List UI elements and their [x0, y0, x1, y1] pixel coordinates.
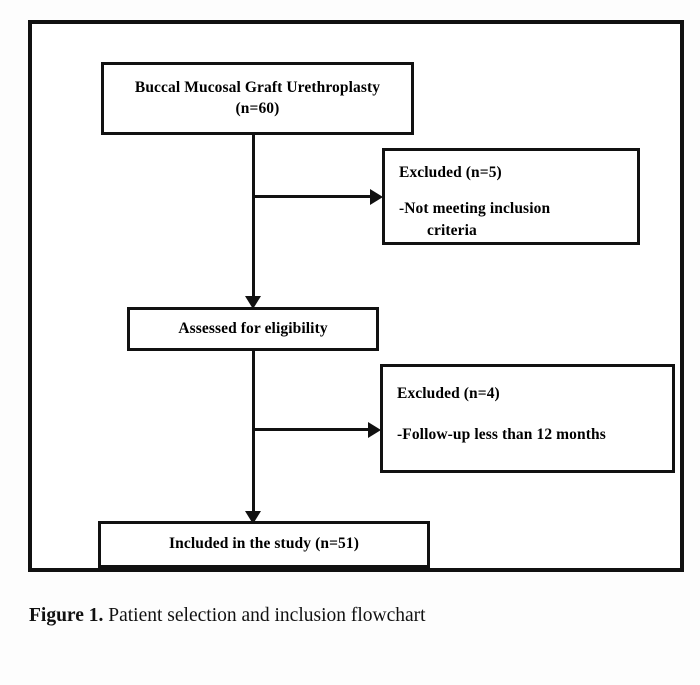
flow-node-excluded-2-reason: -Follow-up less than 12 months — [397, 426, 606, 444]
flow-node-excluded-1-heading: Excluded (n=5) — [399, 164, 502, 181]
connector-enrolled-to-assessed — [252, 135, 255, 299]
flow-node-excluded-1-reason: -Not meeting inclusion — [399, 200, 551, 218]
flow-node-enrolled-line-2: (n=60) — [235, 99, 280, 117]
connector-assessed-to-excluded-2 — [252, 428, 370, 431]
arrowhead-down-to-assessed — [245, 296, 261, 309]
arrowhead-down-to-included — [245, 511, 261, 524]
figure-caption-text: Patient selection and inclusion flowchar… — [103, 605, 426, 626]
flow-node-assessed-label: Assessed for eligibility — [178, 319, 328, 337]
flow-node-excluded-2-heading: Excluded (n=4) — [397, 385, 500, 402]
flow-node-excluded-1-reason-continued: criteria — [427, 222, 477, 240]
flow-node-excluded-2: Excluded (n=4) -Follow-up less than 12 m… — [380, 364, 675, 473]
arrowhead-right-to-excluded-1 — [370, 189, 383, 205]
flow-node-enrolled-line-1: Buccal Mucosal Graft Urethroplasty — [134, 79, 381, 97]
connector-assessed-to-included — [252, 351, 255, 514]
flow-node-included-label: Included in the study (n=51) — [169, 535, 359, 553]
flow-node-enrolled: Buccal Mucosal Graft Urethroplasty (n=60… — [101, 62, 414, 135]
flowchart-frame: Buccal Mucosal Graft Urethroplasty (n=60… — [28, 20, 684, 572]
flow-node-assessed: Assessed for eligibility — [127, 307, 379, 351]
figure-caption-label: Figure 1. — [29, 605, 104, 626]
flow-node-included: Included in the study (n=51) — [98, 521, 430, 568]
arrowhead-right-to-excluded-2 — [368, 422, 381, 438]
connector-enrolled-to-excluded-1 — [252, 195, 372, 198]
flow-node-excluded-1: Excluded (n=5) -Not meeting inclusion cr… — [382, 148, 640, 245]
figure-caption: Figure 1. Patient selection and inclusio… — [29, 604, 679, 628]
